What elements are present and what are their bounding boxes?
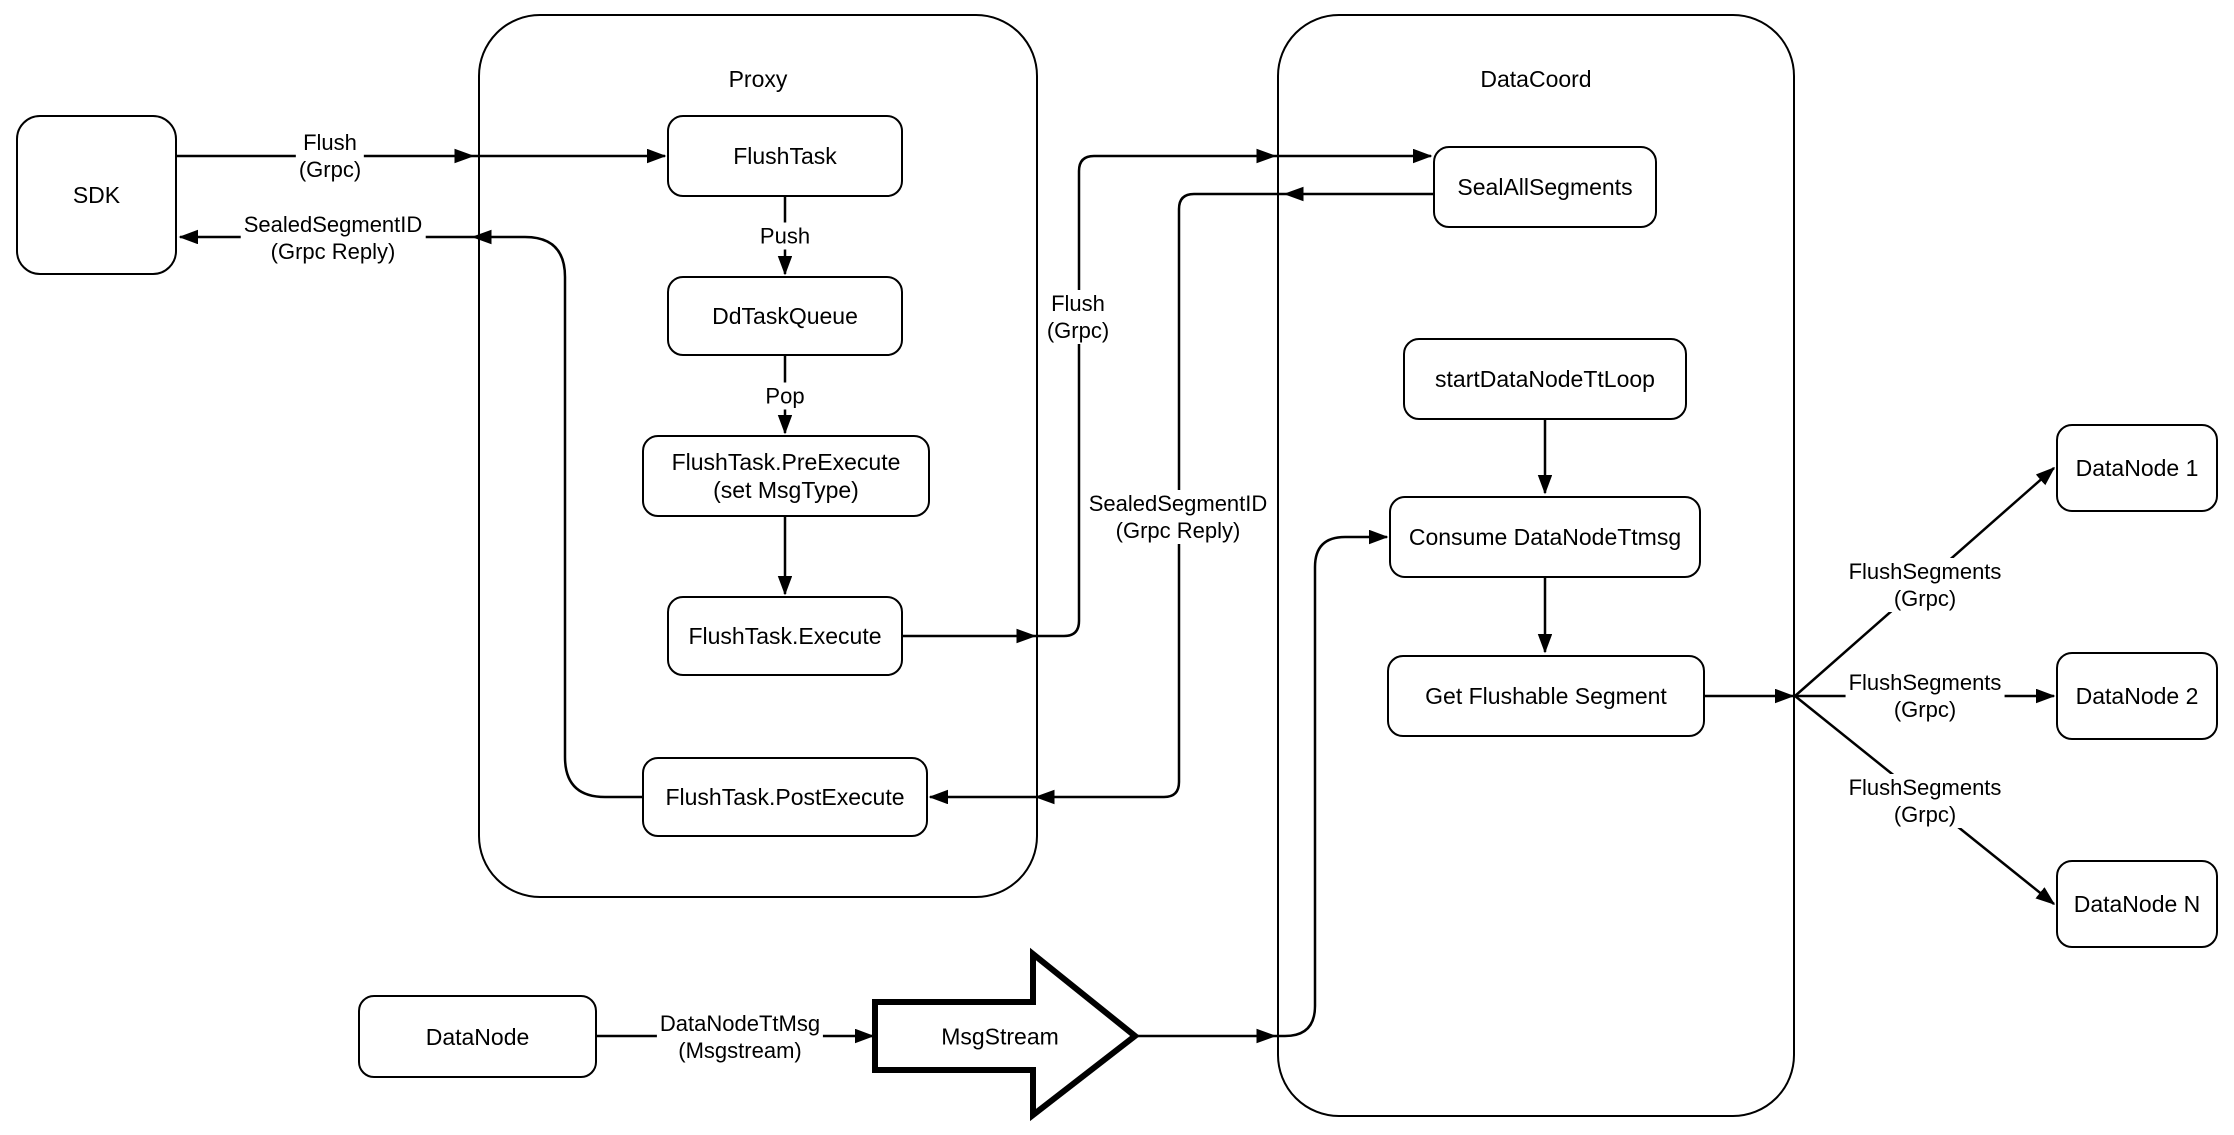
node-datanode2: DataNode 2: [2056, 652, 2218, 740]
node-preexecute-label: FlushTask.PreExecute: [671, 449, 901, 475]
node-flushtask: FlushTask: [667, 115, 903, 197]
node-consumedatanodettmsg: Consume DataNodeTtmsg: [1389, 496, 1701, 578]
datacoord-container: [1277, 14, 1795, 1117]
proxy-container-title: Proxy: [728, 66, 788, 92]
boundary-arrowheads: [454, 148, 1304, 1044]
node-flushtask-label: FlushTask: [733, 143, 837, 169]
node-datanoden: DataNode N: [2056, 860, 2218, 948]
node-postexecute: FlushTask.PostExecute: [642, 757, 928, 837]
msgstream-label: MsgStream: [941, 1023, 1059, 1050]
node-ddtaskqueue-label: DdTaskQueue: [712, 303, 858, 329]
node-getflushablesegment: Get Flushable Segment: [1387, 655, 1705, 737]
node-execute: FlushTask.Execute: [667, 596, 903, 676]
edge-label-push: Push: [756, 222, 814, 250]
node-datanode1: DataNode 1: [2056, 424, 2218, 512]
node-ddtaskqueue: DdTaskQueue: [667, 276, 903, 356]
edge-label-datanodettmsg: DataNodeTtMsg (Msgstream): [656, 1010, 824, 1064]
node-execute-label: FlushTask.Execute: [688, 623, 882, 649]
node-sealallsegments: SealAllSegments: [1433, 146, 1657, 228]
edge-label-flush-mid: Flush (Grpc): [1043, 290, 1113, 344]
node-consumedatanodettmsg-label: Consume DataNodeTtmsg: [1408, 524, 1682, 550]
node-sealallsegments-label: SealAllSegments: [1457, 174, 1633, 200]
node-startdatanodettloop-label: startDataNodeTtLoop: [1435, 366, 1655, 392]
edge-label-flushsegments-1: FlushSegments (Grpc): [1845, 558, 2005, 612]
edge-postexecute-to-sdk: [180, 237, 642, 799]
edge-label-flushsegments-2: FlushSegments (Grpc): [1845, 669, 2005, 723]
node-postexecute-label: FlushTask.PostExecute: [665, 784, 905, 810]
msgstream-block-arrow: [872, 947, 1140, 1122]
node-sdk: SDK: [16, 115, 177, 275]
node-datanode: DataNode: [358, 995, 597, 1078]
node-preexecute: FlushTask.PreExecute (set MsgType): [642, 435, 930, 517]
edge-label-reply-mid: SealedSegmentID (Grpc Reply): [1085, 490, 1271, 544]
node-datanode2-label: DataNode 2: [2075, 683, 2199, 709]
datacoord-container-title: DataCoord: [1480, 66, 1592, 92]
edge-label-reply-sdk: SealedSegmentID (Grpc Reply): [240, 211, 426, 265]
edge-label-flushsegments-n: FlushSegments (Grpc): [1845, 774, 2005, 828]
edge-msgstream-to-consume: [1135, 537, 1387, 1038]
node-startdatanodettloop: startDataNodeTtLoop: [1403, 338, 1687, 420]
node-datanode-label: DataNode: [425, 1023, 530, 1050]
edge-execute-to-sealallsegments: [903, 156, 1431, 638]
node-sdk-label: SDK: [72, 182, 121, 208]
node-datanoden-label: DataNode N: [2073, 891, 2201, 917]
edge-label-flush-sdk: Flush (Grpc): [295, 129, 365, 183]
node-getflushablesegment-label: Get Flushable Segment: [1425, 683, 1667, 709]
edge-label-pop: Pop: [762, 382, 808, 410]
node-preexecute-sublabel: (set MsgType): [713, 477, 859, 503]
node-datanode1-label: DataNode 1: [2075, 455, 2199, 481]
proxy-container: [478, 14, 1038, 898]
